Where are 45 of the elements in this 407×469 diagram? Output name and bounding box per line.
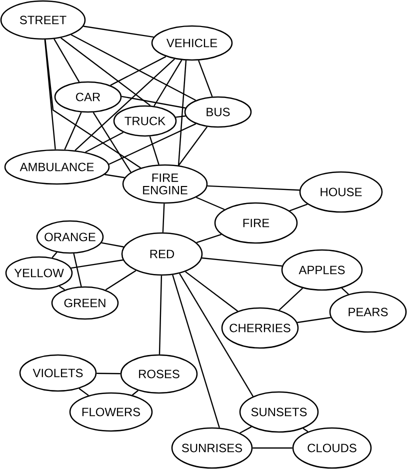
connector-line — [202, 257, 282, 267]
connector-line — [252, 447, 292, 449]
connector-line — [297, 316, 331, 324]
connector-line — [96, 372, 120, 374]
connector-line — [54, 38, 80, 82]
connector-line — [83, 26, 154, 38]
connector-line — [52, 252, 58, 258]
connector-line — [92, 112, 132, 173]
connector-line — [240, 426, 252, 434]
connector-line — [132, 390, 138, 396]
connector-line — [207, 185, 300, 191]
connector-line — [178, 60, 187, 166]
connector-line — [110, 56, 166, 86]
connector-line — [162, 204, 165, 232]
connector-line — [70, 34, 196, 101]
connector-line — [176, 115, 186, 118]
connector-line — [198, 60, 213, 97]
connector-line — [341, 288, 349, 295]
connector-line — [178, 126, 208, 166]
connector-line — [73, 253, 82, 287]
connector-line — [44, 40, 141, 168]
connector-line — [108, 123, 196, 165]
connector-line — [154, 60, 182, 106]
connector-line — [172, 274, 220, 428]
connector-line — [179, 273, 254, 397]
connector-line — [71, 259, 124, 269]
connector-line — [64, 112, 82, 150]
connector-line — [149, 136, 160, 165]
connector-line — [44, 40, 56, 150]
connector-line — [78, 388, 89, 396]
connector-line — [60, 37, 151, 106]
connector-line — [101, 242, 124, 248]
connector-line — [122, 96, 186, 109]
connector-line — [185, 271, 238, 312]
connector-line — [158, 276, 162, 354]
connector-line — [74, 58, 176, 151]
connector-line — [105, 270, 136, 290]
connector-line — [302, 428, 308, 432]
connector-line — [196, 196, 225, 210]
connector-line — [59, 286, 65, 290]
connector-line — [196, 234, 222, 244]
connector-line — [289, 204, 308, 212]
connector-line — [104, 174, 125, 178]
connector-line — [278, 288, 304, 310]
connector-line — [85, 132, 124, 153]
